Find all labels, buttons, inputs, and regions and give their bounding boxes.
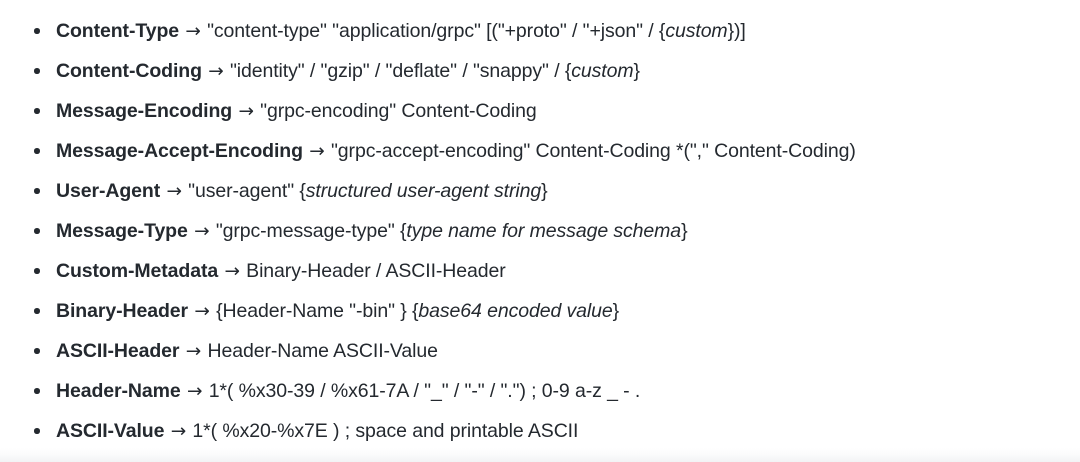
- rule-literal: }: [612, 300, 620, 322]
- bullet-icon: [34, 268, 40, 274]
- rightwards-arrow-icon: →: [208, 61, 224, 82]
- rule-literal: 1*( %x30-39 / %x61-7A / "_" / "-" / ".")…: [208, 380, 641, 402]
- rule-name: ASCII-Header: [56, 340, 180, 362]
- rightwards-arrow-icon: →: [185, 21, 201, 42]
- rule-literal: Header-Name ASCII-Value: [207, 340, 438, 362]
- bullet-icon: [34, 188, 40, 194]
- bullet-icon: [34, 108, 40, 114]
- rule-literal: "user-agent" {: [188, 180, 306, 202]
- abnf-rule-item: ASCII-Value → 1*( %x20-%x7E ) ; space an…: [0, 411, 1080, 451]
- rightwards-arrow-icon: →: [194, 301, 210, 322]
- rule-literal: "grpc-accept-encoding" Content-Coding *(…: [330, 140, 856, 162]
- rule-literal: "grpc-encoding" Content-Coding: [260, 100, 537, 122]
- rightwards-arrow-icon: →: [309, 141, 325, 162]
- rule-literal: }: [541, 180, 548, 202]
- rule-name: Message-Accept-Encoding: [56, 140, 303, 162]
- abnf-rule-item: Custom-Metadata → Binary-Header / ASCII-…: [0, 251, 1080, 291]
- rule-name: Message-Type: [56, 220, 188, 242]
- bullet-icon: [34, 228, 40, 234]
- abnf-rule-item: Message-Type → "grpc-message-type" {type…: [0, 211, 1080, 251]
- abnf-rule-item: Content-Coding → "identity" / "gzip" / "…: [0, 51, 1080, 91]
- rule-definition: "grpc-accept-encoding" Content-Coding *(…: [331, 140, 856, 162]
- rule-metavariable: base64 encoded value: [418, 300, 613, 322]
- rule-name: Header-Name: [56, 380, 181, 402]
- abnf-rule-item: Content-Type → "content-type" "applicati…: [0, 11, 1080, 51]
- rule-definition: "user-agent" {structured user-agent stri…: [188, 180, 547, 202]
- rule-name: Content-Type: [56, 20, 180, 42]
- abnf-rule-item: Header-Name → 1*( %x30-39 / %x61-7A / "_…: [0, 371, 1080, 411]
- rule-literal: "identity" / "gzip" / "deflate" / "snapp…: [229, 60, 572, 82]
- rule-name: Message-Encoding: [56, 100, 233, 122]
- rule-definition: {Header-Name "-bin" } {base64 encoded va…: [216, 300, 619, 322]
- rule-definition: "grpc-message-type" {type name for messa…: [216, 220, 688, 242]
- bullet-icon: [34, 68, 40, 74]
- rule-literal: Binary-Header / ASCII-Header: [246, 260, 506, 282]
- abnf-rule-item: Binary-Header → {Header-Name "-bin" } {b…: [0, 291, 1080, 331]
- rule-literal: 1*( %x20-%x7E ) ; space and printable AS…: [192, 420, 579, 442]
- bullet-icon: [34, 28, 40, 34]
- rule-metavariable: custom: [571, 60, 634, 82]
- rule-definition: 1*( %x20-%x7E ) ; space and printable AS…: [192, 420, 578, 442]
- bullet-icon: [34, 148, 40, 154]
- rule-metavariable: custom: [665, 20, 728, 42]
- bullet-icon: [34, 348, 40, 354]
- rule-definition: "content-type" "application/grpc" [("+pr…: [207, 20, 746, 42]
- abnf-rule-item: ASCII-Header → Header-Name ASCII-Value: [0, 331, 1080, 371]
- bullet-icon: [34, 388, 40, 394]
- rule-name: User-Agent: [56, 180, 161, 202]
- rule-metavariable: structured user-agent string: [305, 180, 542, 202]
- rightwards-arrow-icon: →: [170, 421, 187, 442]
- rightwards-arrow-icon: →: [194, 221, 210, 242]
- rule-literal: "content-type" "application/grpc" [("+pr…: [207, 20, 666, 42]
- bullet-icon: [34, 308, 40, 314]
- rule-name: Custom-Metadata: [56, 260, 219, 282]
- abnf-rule-list: Content-Type → "content-type" "applicati…: [0, 11, 1080, 451]
- rule-definition: 1*( %x30-39 / %x61-7A / "_" / "-" / ".")…: [209, 380, 641, 402]
- rule-definition: Header-Name ASCII-Value: [207, 340, 437, 362]
- rule-literal: {Header-Name "-bin" } {: [216, 300, 419, 322]
- rule-name: Binary-Header: [56, 300, 189, 322]
- rule-literal: }: [681, 220, 688, 242]
- abnf-rule-item: Message-Accept-Encoding → "grpc-accept-e…: [0, 131, 1080, 171]
- rule-name: Content-Coding: [56, 60, 202, 82]
- rightwards-arrow-icon: →: [185, 341, 202, 362]
- rule-definition: "grpc-encoding" Content-Coding: [260, 100, 537, 122]
- abnf-rule-item: User-Agent → "user-agent" {structured us…: [0, 171, 1080, 211]
- rule-literal: })]: [727, 20, 746, 42]
- rightwards-arrow-icon: →: [224, 261, 240, 282]
- rule-literal: "grpc-message-type" {: [215, 220, 407, 242]
- rightwards-arrow-icon: →: [238, 101, 254, 122]
- rule-metavariable: type name for message schema: [406, 220, 682, 242]
- rule-literal: }: [633, 60, 641, 82]
- rightwards-arrow-icon: →: [166, 181, 182, 202]
- rule-name: ASCII-Value: [56, 420, 165, 442]
- rule-definition: Binary-Header / ASCII-Header: [246, 260, 506, 282]
- rule-definition: "identity" / "gzip" / "deflate" / "snapp…: [230, 60, 640, 82]
- rightwards-arrow-icon: →: [186, 381, 203, 402]
- bullet-icon: [34, 428, 40, 434]
- abnf-rule-item: Message-Encoding → "grpc-encoding" Conte…: [0, 91, 1080, 131]
